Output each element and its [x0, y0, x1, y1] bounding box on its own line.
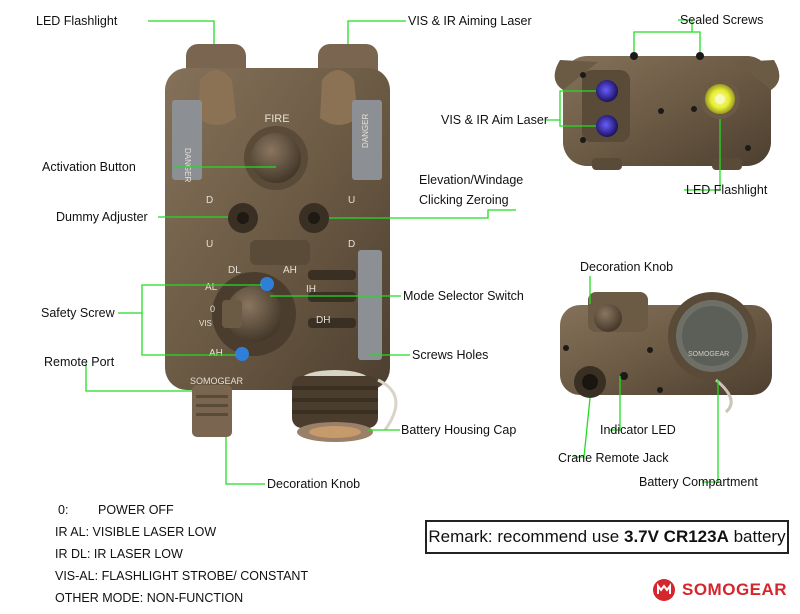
mode-row: 0: POWER OFF — [58, 503, 174, 517]
mode-code: IR AL: — [55, 525, 90, 539]
marking-u-right: U — [348, 195, 355, 206]
label-clicking-zeroing: Clicking Zeroing — [419, 193, 509, 207]
mode-desc: FLASHLIGHT STROBE/ CONSTANT — [101, 569, 309, 583]
label-decoration-knob-rear: Decoration Knob — [580, 260, 674, 274]
activation-button — [251, 133, 301, 183]
marking-zero: 0 — [210, 304, 215, 314]
label-indicator-led: Indicator LED — [600, 423, 676, 437]
indicator-led — [620, 372, 628, 380]
mode-code: VIS-AL: — [55, 569, 99, 583]
marking-d-right: D — [348, 239, 355, 250]
ir-laser-window — [596, 115, 618, 137]
mode-desc: NON-FUNCTION — [146, 591, 244, 605]
brand-logo: SOMOGEAR — [652, 577, 787, 603]
front-face-view — [554, 52, 780, 170]
label-battery-housing-cap: Battery Housing Cap — [401, 423, 517, 437]
label-dummy-adjuster: Dummy Adjuster — [56, 210, 148, 224]
label-crane-remote-jack: Crane Remote Jack — [558, 451, 669, 465]
mode-code: 0: — [58, 503, 69, 517]
marking-brand-rear: SOMOGEAR — [688, 351, 729, 358]
decoration-knob-rear — [594, 304, 622, 332]
mode-selector-switch — [226, 286, 282, 342]
leader-lines — [85, 19, 721, 485]
label-activation-button: Activation Button — [42, 160, 136, 174]
mode-code: IR DL: — [55, 547, 91, 561]
marking-ih: IH — [306, 284, 316, 295]
mode-desc: POWER OFF — [98, 503, 174, 517]
marking-fire: FIRE — [264, 113, 289, 125]
mode-row: VIS-AL: FLASHLIGHT STROBE/ CONSTANT — [55, 569, 308, 583]
left-warning-plate — [172, 100, 202, 180]
marking-vis: VIS — [199, 319, 212, 328]
label-led-flashlight-top: LED Flashlight — [36, 14, 118, 28]
mode-code: OTHER MODE: — [55, 591, 144, 605]
remark-prefix: Remark: recommend use — [428, 527, 624, 546]
remote-port-knob — [192, 385, 232, 437]
safety-screw-top — [260, 277, 274, 291]
label-elevation-windage: Elevation/Windage — [419, 173, 524, 187]
marking-al: AL — [205, 282, 218, 293]
marking-dh: DH — [316, 315, 330, 326]
marking-danger-right: DANGER — [361, 114, 370, 148]
marking-u-left: U — [206, 239, 213, 250]
marking-d-left: D — [206, 195, 213, 206]
right-rubber-cap — [320, 70, 358, 125]
label-screws-holes: Screws Holes — [412, 348, 489, 362]
remark-battery: 3.7V CR123A — [623, 527, 729, 546]
label-decoration-knob-bottom: Decoration Knob — [267, 477, 361, 491]
side-info-plate — [358, 250, 382, 360]
mode-row: IR AL: VISIBLE LASER LOW — [55, 525, 216, 539]
marking-ah-top: AH — [283, 265, 297, 276]
label-vis-ir-aiming-laser: VIS & IR Aiming Laser — [408, 14, 532, 28]
label-battery-compartment: Battery Compartment — [639, 475, 758, 489]
right-warning-plate — [352, 100, 382, 180]
label-remote-port: Remote Port — [44, 355, 115, 369]
label-vis-ir-aim-laser: VIS & IR Aim Laser — [441, 113, 548, 127]
marking-ah-bottom: AH — [209, 348, 223, 359]
main-device-view — [165, 44, 398, 442]
mode-row: IR DL: IR LASER LOW — [55, 547, 183, 561]
mode-row: OTHER MODE: NON-FUNCTION — [55, 591, 243, 605]
marking-brand-main: SOMOGEAR — [190, 376, 244, 386]
label-safety-screw: Safety Screw — [41, 306, 115, 320]
mode-desc: IR LASER LOW — [93, 547, 183, 561]
remark-box: Remark: recommend use 3.7V CR123A batter… — [425, 520, 789, 554]
mode-desc: VISIBLE LASER LOW — [92, 525, 217, 539]
marking-dl: DL — [228, 265, 241, 276]
somogear-logo-icon — [653, 579, 675, 601]
rear-view — [560, 292, 772, 414]
safety-screw-bottom — [235, 347, 249, 361]
vis-laser-window — [596, 80, 618, 102]
label-sealed-screws: Sealed Screws — [680, 13, 764, 27]
brand-name: SOMOGEAR — [682, 580, 788, 599]
label-led-flashlight-front: LED Flashlight — [686, 183, 768, 197]
remark-suffix: battery — [728, 527, 786, 546]
label-mode-selector-switch: Mode Selector Switch — [403, 289, 524, 303]
marking-danger-left: DANGER — [183, 148, 192, 182]
left-rubber-cap — [198, 70, 236, 125]
